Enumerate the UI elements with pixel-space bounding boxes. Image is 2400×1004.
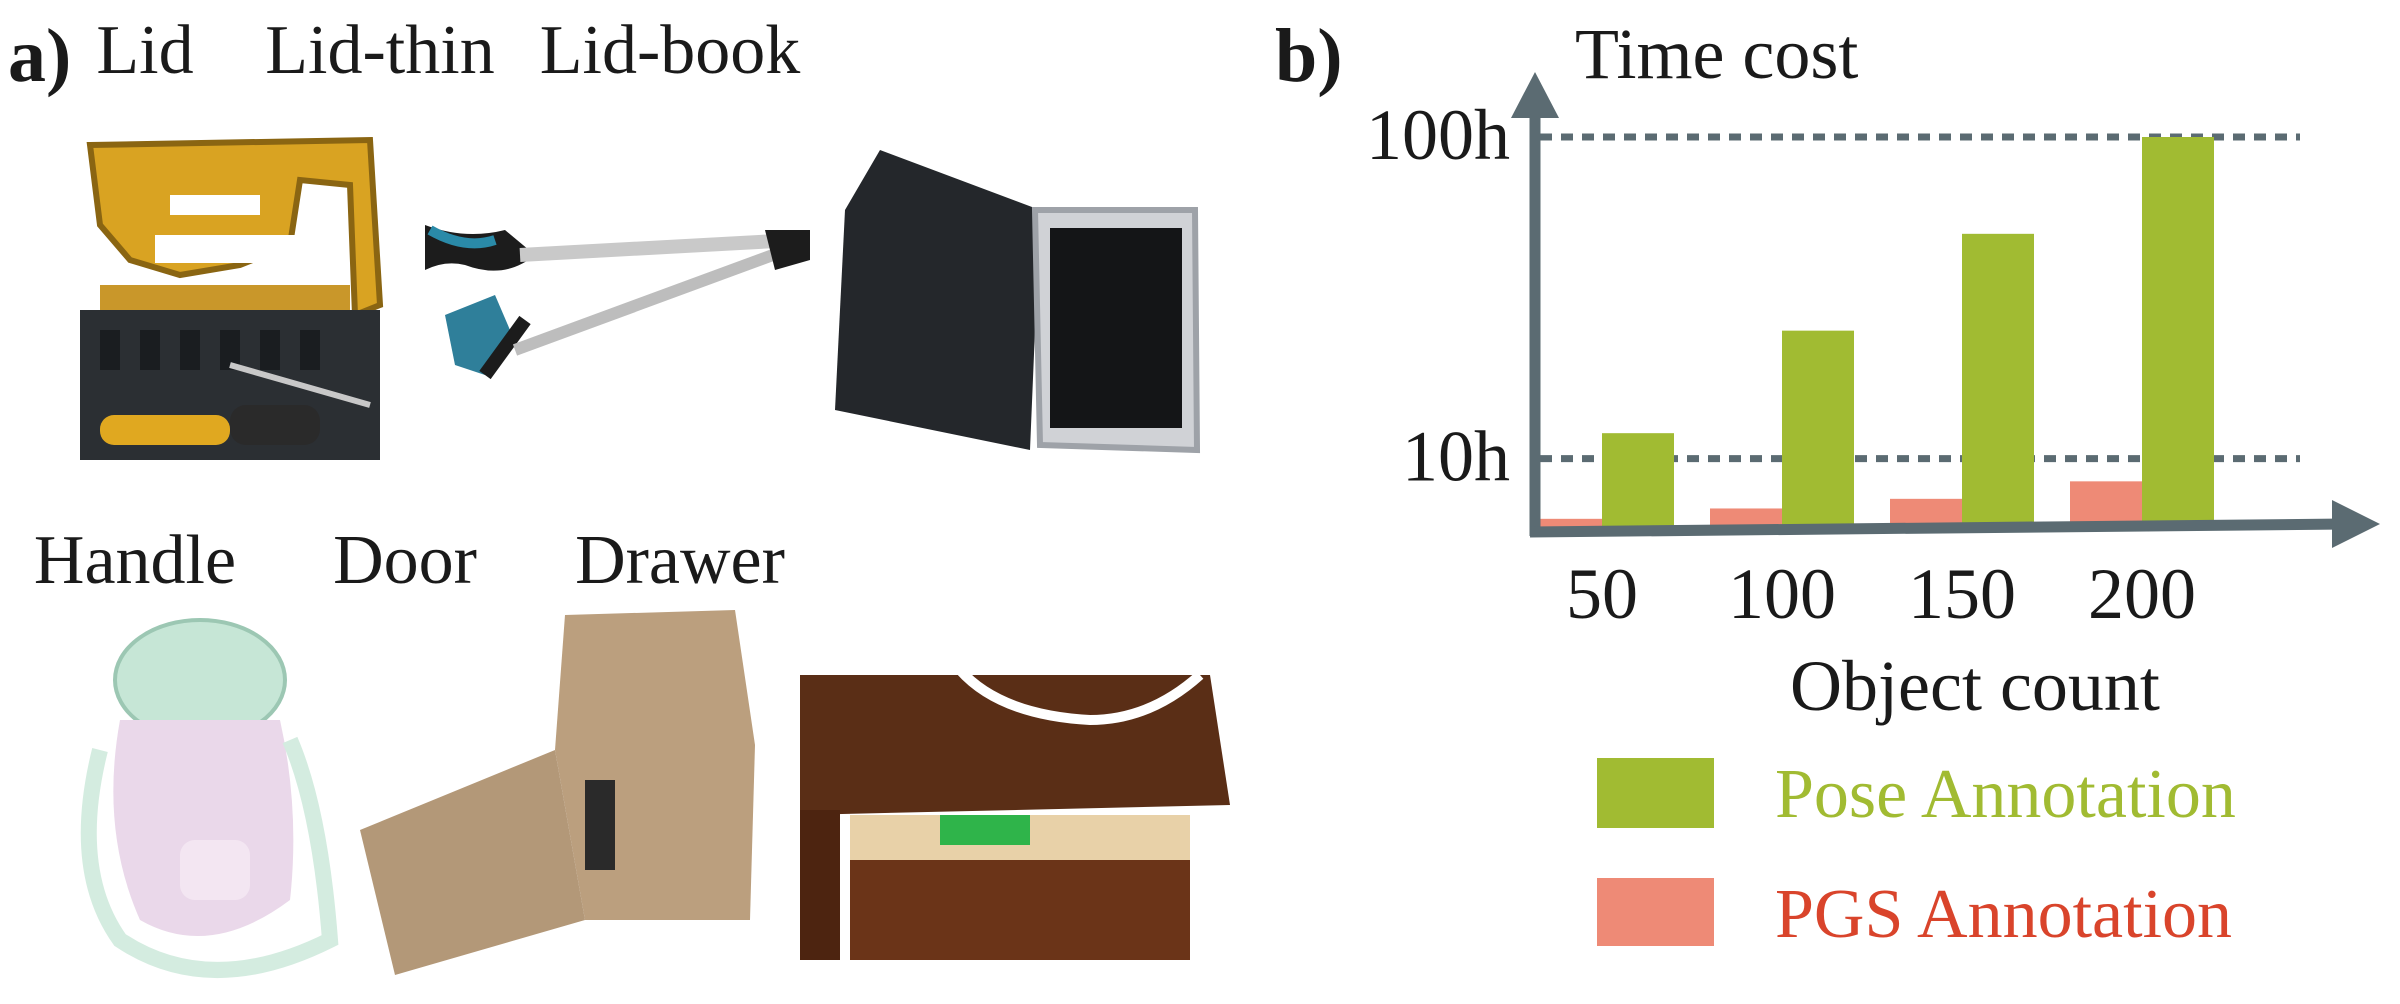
time-cost-bar-chart: 10h 100h 50 100 150 200 Time cost Object cou…: [1366, 14, 2380, 726]
y-tick-label-10h: 10h: [1402, 417, 1510, 497]
legend-swatch-pose: [1597, 758, 1714, 828]
legend-label-pose: Pose Annotation: [1775, 756, 2236, 833]
y-tick-label-100h: 100h: [1366, 95, 1510, 175]
bar-pose-annotation-200: [2142, 137, 2214, 530]
drawer-nightstand-photo: [800, 666, 1230, 960]
legend-swatch-pgs: [1597, 878, 1714, 946]
panel-b-label: b): [1275, 14, 1343, 98]
panel-a-label: a): [8, 14, 72, 98]
x-tick-label-50: 50: [1566, 554, 1638, 634]
lid-thin-grabber-photo: [425, 225, 810, 380]
bar-pose-annotation-150: [1962, 233, 2034, 530]
y-tick-labels: 10h 100h: [1366, 95, 1510, 497]
object-title-lid-book: Lid-book: [539, 12, 801, 89]
object-title-drawer: Drawer: [575, 522, 785, 599]
object-title-door: Door: [333, 522, 477, 599]
chart-title: Time cost: [1575, 14, 1858, 94]
lid-toolbox-photo: [80, 136, 384, 460]
bars: [1530, 137, 2214, 530]
x-tick-label-100: 100: [1728, 554, 1836, 634]
object-title-handle: Handle: [33, 522, 237, 599]
x-tick-label-150: 150: [1908, 554, 2016, 634]
door-box-photo: [360, 610, 755, 975]
x-axis-line: [1529, 518, 2346, 538]
x-tick-label-200: 200: [2088, 554, 2196, 634]
bar-pgs-annotation-50: [1530, 518, 1602, 530]
bar-pose-annotation-50: [1602, 433, 1674, 530]
bar-pose-annotation-100: [1782, 330, 1854, 530]
x-axis-label: Object count: [1790, 646, 2160, 726]
handle-bottle-photo: [80, 618, 339, 978]
object-title-lid-thin: Lid-thin: [265, 12, 495, 89]
y-axis-arrow: [1511, 72, 1559, 118]
x-tick-labels: 50 100 150 200: [1566, 554, 2196, 634]
lid-book-tablet-photo: [835, 150, 1201, 454]
legend-label-pgs: PGS Annotation: [1775, 876, 2233, 953]
x-axis-arrow: [2332, 500, 2380, 548]
axes: [1511, 72, 2380, 548]
object-title-lid: Lid: [96, 12, 194, 89]
